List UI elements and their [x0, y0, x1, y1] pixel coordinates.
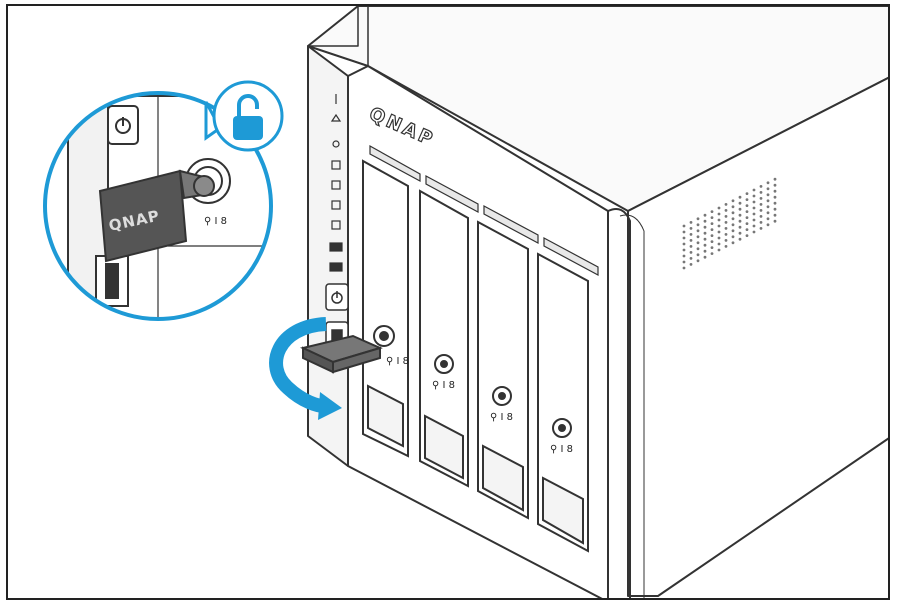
zoom-lock-label: ⚲ I 8	[204, 216, 227, 227]
tray-lock-label-2: ⚲ I 8	[432, 380, 455, 391]
front-power-button	[325, 283, 349, 311]
tray-lock-label-3: ⚲ I 8	[490, 412, 513, 423]
nas-key-lock-illustration: QNAP	[43, 6, 888, 598]
tray-lock-3	[492, 386, 512, 406]
counterclockwise-turn-arrow-icon	[269, 317, 342, 420]
tray-lock-label-4: ⚲ I 8	[550, 444, 573, 455]
tray-lock-2	[434, 354, 454, 374]
drive-tray-3	[477, 204, 539, 520]
key-in-tray-lock	[299, 325, 395, 374]
tray-lock-label-1: ⚲ I 8	[386, 356, 409, 367]
drive-tray-4	[537, 236, 599, 553]
drive-tray-2	[419, 174, 479, 488]
drive-tray-1	[362, 144, 421, 458]
tray-lock-4	[552, 418, 572, 438]
status-led-column	[329, 94, 343, 272]
side-vent-grille	[682, 177, 777, 270]
key-zoomed: QNAP	[98, 169, 215, 263]
unlock-padlock-icon	[204, 80, 284, 152]
illustration-frame: QNAP	[6, 4, 890, 600]
zoom-callout-circle: QNAP ⚲ I 8	[43, 91, 273, 321]
